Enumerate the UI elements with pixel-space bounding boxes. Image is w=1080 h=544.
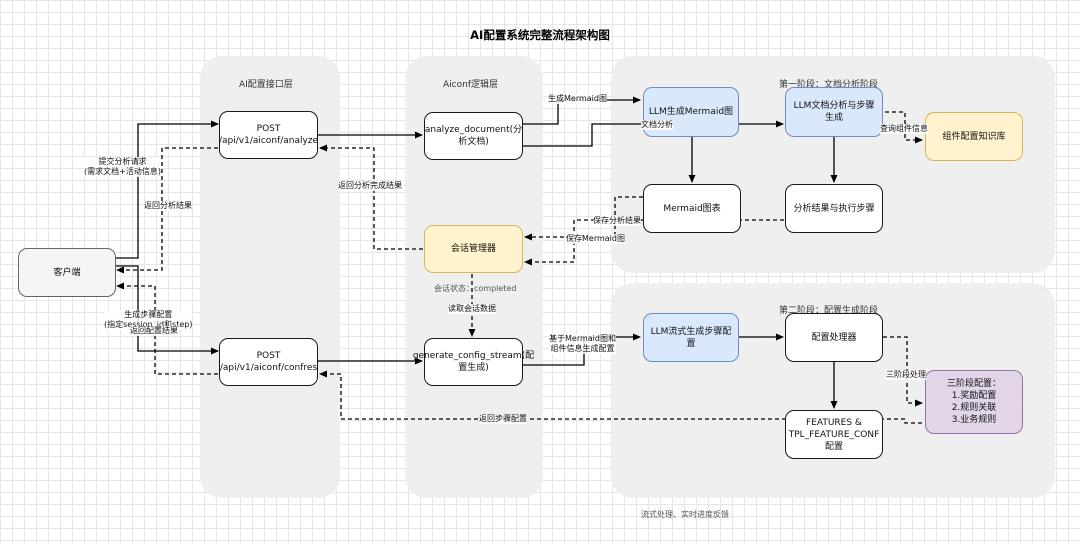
edge-client-to-analyze <box>115 120 219 259</box>
edge-session-return-analysis <box>319 144 423 250</box>
post-analyze-node[interactable]: POST /api/v1/aiconf/analyze <box>219 111 318 159</box>
lane-title-api: AI配置接口层 <box>239 80 293 90</box>
label-based-on-mermaid: 基于Mermaid图和 组件信息生成配置 <box>549 334 616 354</box>
lane-title-logic: Aiconf逻辑层 <box>443 80 498 90</box>
post-confres-node[interactable]: POST /api/v1/aiconf/confres <box>219 338 318 386</box>
lane-title-stage2: 第二阶段：配置生成阶段 <box>779 306 879 316</box>
edge-analysis-to-kb <box>885 111 923 144</box>
analysis-steps-node[interactable]: 分析结果与执行步骤 <box>785 184 883 233</box>
analyze-document-node[interactable]: analyze_document(分 析文档) <box>424 112 523 160</box>
edge-analyze-return <box>116 147 218 274</box>
component-kb-node[interactable]: 组件配置知识库 <box>925 112 1023 161</box>
label-doc-analysis: 文档分析 <box>641 120 673 130</box>
diagram-title: AI配置系统完整流程架构图 <box>470 28 610 42</box>
generate-config-stream-node[interactable]: generate_config_stream(配 置生成) <box>413 338 534 386</box>
llm-doc-analysis-node[interactable]: LLM文档分析与步骤 生成 <box>785 87 883 137</box>
client-node[interactable]: 客户端 <box>18 248 116 297</box>
features-conf-node[interactable]: FEATURES & TPL_FEATURE_CONF 配置 <box>785 410 883 459</box>
label-save-mermaid: 保存Mermaid图 <box>566 234 625 244</box>
mermaid-chart-node[interactable]: Mermaid图表 <box>643 184 741 233</box>
label-return-analysis-done: 返回分析完成结果 <box>338 181 402 191</box>
label-save-analysis: 保存分析结果 <box>593 216 641 226</box>
label-gen-step-config: 生成步骤配置 (指定session_id和step) <box>104 310 193 330</box>
label-three-stage-proc: 三阶段处理 <box>886 370 926 380</box>
footer-note: 流式处理、实时进度反馈 <box>641 510 729 519</box>
label-return-analysis: 返回分析结果 <box>144 201 192 211</box>
label-session-status: 会话状态：completed <box>434 284 517 293</box>
label-read-session: 读取会话数据 <box>448 304 496 314</box>
three-stage-config-node[interactable]: 三阶段配置： 1.奖励配置 2.规则关联 3.业务规则 <box>925 370 1023 434</box>
edge-three-to-confres <box>319 370 922 424</box>
edge-client-to-confres <box>115 265 219 355</box>
label-return-step-config: 返回步骤配置 <box>479 414 527 424</box>
config-processor-node[interactable]: 配置处理器 <box>785 313 883 362</box>
lane-title-stage1: 第一阶段：文档分析阶段 <box>779 80 879 90</box>
label-query-component: 查询组件信息 <box>880 124 928 134</box>
label-submit-request: 提交分析请求 (需求文档+活动信息) <box>84 157 161 177</box>
llm-stream-steps-node[interactable]: LLM流式生成步骤配 置 <box>643 313 739 362</box>
session-manager-node[interactable]: 会话管理器 <box>424 225 523 273</box>
label-return-config: 返回配置结果 <box>130 326 178 336</box>
label-gen-mermaid: 生成Mermaid图 <box>548 94 607 104</box>
